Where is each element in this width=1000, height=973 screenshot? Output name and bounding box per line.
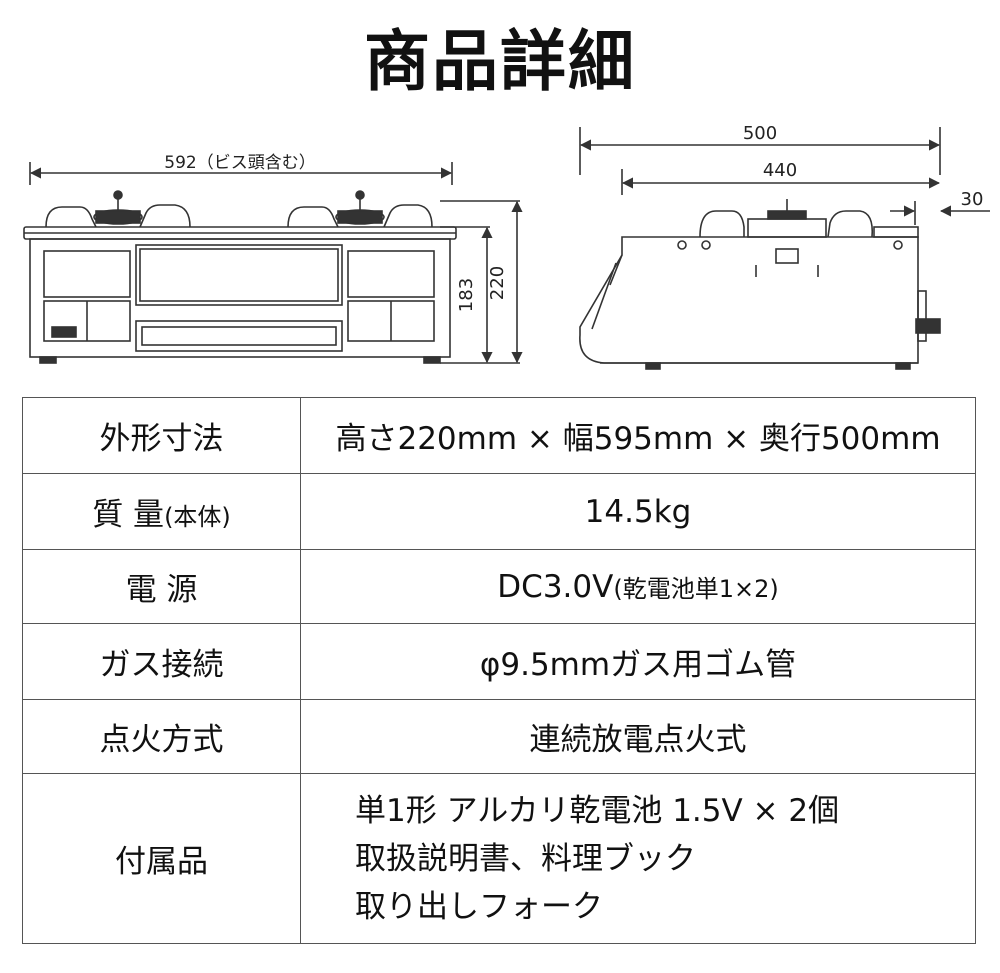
spec-value-list: 単1形 アルカリ乾電池 1.5V × 2個 取扱説明書、料理ブック 取り出しフォ…: [300, 773, 976, 944]
front-width-dimension: 592（ビス頭含む）: [164, 153, 315, 173]
side-depth-total-dimension: 500: [743, 123, 777, 144]
table-row: 電 源 DC3.0V(乾電池単1×2): [22, 549, 976, 624]
spec-label: 質 量(本体): [22, 473, 301, 550]
side-offset-dimension: 30: [961, 189, 984, 210]
accessory-item: 単1形 アルカリ乾電池 1.5V × 2個: [355, 792, 840, 829]
spec-label: 外形寸法: [22, 397, 301, 474]
table-row: 外形寸法 高さ220mm × 幅595mm × 奥行500mm: [22, 397, 976, 474]
front-height-body-dimension: 183: [456, 278, 477, 312]
side-depth-body-dimension: 440: [763, 160, 797, 181]
spec-label: 点火方式: [22, 699, 301, 774]
table-row: 点火方式 連続放電点火式: [22, 699, 976, 774]
spec-label-note: (本体): [164, 503, 231, 531]
spec-value: φ9.5mmガス用ゴム管: [300, 623, 976, 700]
spec-value: 14.5kg: [300, 473, 976, 550]
side-view-drawing: [579, 127, 990, 370]
accessory-item: 取り出しフォーク: [355, 888, 603, 925]
spec-label: 付属品: [22, 773, 301, 944]
product-dimension-drawings: 592（ビス頭含む） 183 220: [23, 123, 990, 370]
spec-value: 連続放電点火式: [300, 699, 976, 774]
table-row: 質 量(本体) 14.5kg: [22, 473, 976, 550]
page-title: 商品詳細: [364, 23, 636, 100]
spec-value-note: (乾電池単1×2): [613, 574, 779, 603]
front-height-total-dimension: 220: [487, 266, 508, 300]
spec-value: 高さ220mm × 幅595mm × 奥行500mm: [300, 397, 976, 474]
spec-label: 電 源: [22, 549, 301, 624]
spec-value-main: DC3.0V: [497, 568, 614, 605]
table-row: ガス接続 φ9.5mmガス用ゴム管: [22, 623, 976, 700]
spec-value: DC3.0V(乾電池単1×2): [300, 549, 976, 624]
table-row: 付属品 単1形 アルカリ乾電池 1.5V × 2個 取扱説明書、料理ブック 取り…: [22, 773, 976, 944]
spec-table: 外形寸法 高さ220mm × 幅595mm × 奥行500mm 質 量(本体) …: [22, 397, 976, 944]
spec-label: ガス接続: [22, 623, 301, 700]
front-view-drawing: [23, 162, 523, 364]
spec-label-main: 質 量: [92, 497, 165, 533]
accessory-item: 取扱説明書、料理ブック: [355, 840, 696, 877]
